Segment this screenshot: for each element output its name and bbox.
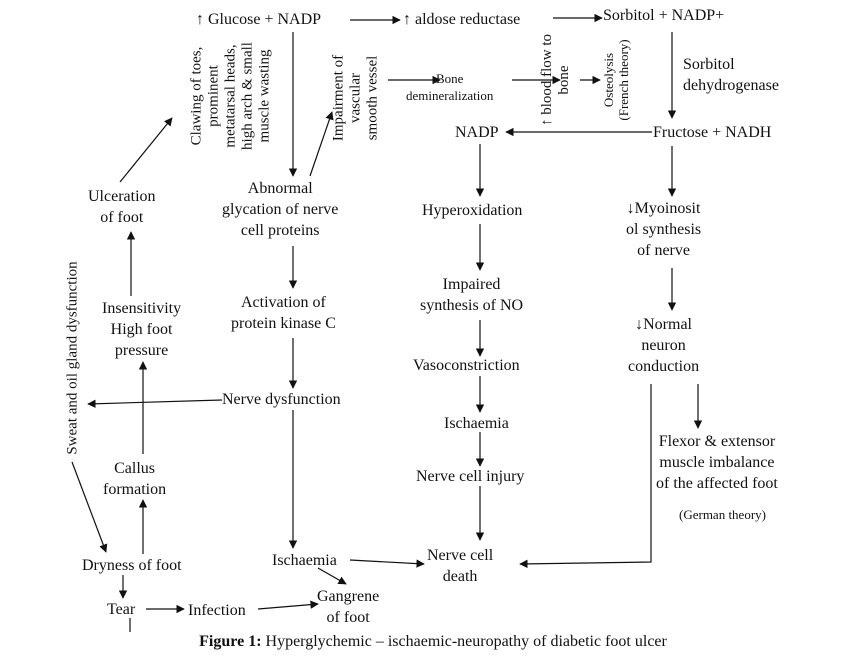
arrow-ulceration-clawing [119, 117, 173, 183]
arrow-sweat-dryness [71, 461, 108, 553]
caption-text: Hyperglychemic – ischaemic-neuropathy of… [261, 633, 667, 650]
node-protein-kinase: Activation of protein kinase C [231, 294, 336, 332]
node-dryness: Dryness of foot [82, 557, 182, 574]
node-ischaemia-mid: Ischaemia [444, 415, 509, 432]
node-impaired-no: Impaired synthesis of NO [420, 276, 524, 314]
node-german-theory: (German theory) [679, 507, 766, 522]
node-osteolysis: Osteolysis (French theory) [601, 39, 631, 121]
node-tear: Tear [107, 601, 136, 618]
node-vasoconstriction: Vasoconstriction [413, 357, 520, 374]
node-fructose: Fructose + NADH [653, 124, 772, 141]
node-blood-flow: ↑ blood flow to bone [539, 33, 572, 127]
node-nerve-dysfunction: Nerve dysfunction [222, 391, 341, 408]
node-gangrene: Gangrene of foot [317, 588, 380, 626]
node-sorbitol-dehydrogenase: Sorbitol dehydrogenase [683, 56, 779, 94]
node-impairment: Impairment of vascular smooth vessel [330, 54, 381, 142]
node-normal-neuron: ↓Normal neuron conduction [628, 316, 700, 375]
node-ulceration: Ulceration of foot [88, 188, 156, 226]
arrow-ischaemia-gangrene [317, 567, 347, 585]
node-glucose: ↑ Glucose + NADP [196, 11, 322, 28]
node-bone-demineralization: Bone demineralization [406, 71, 494, 103]
node-myoinositol: ↓Myoinosit ol synthesis of nerve [626, 200, 702, 259]
arrow-abnormal-impairment [309, 111, 334, 177]
node-sorbitol: Sorbitol + NADP+ [603, 7, 725, 24]
arrow-ischaemia-death [349, 559, 425, 568]
node-insensitivity: Insensitivity High foot pressure [102, 300, 182, 359]
node-nadp: NADP [455, 124, 499, 141]
node-flexor-extensor: Flexor & extensor muscle imbalance of th… [656, 433, 778, 492]
node-ischaemia-low: Ischaemia [272, 552, 337, 569]
figure-caption: Figure 1: Hyperglychemic – ischaemic-neu… [0, 632, 866, 652]
arrow-nerve-dys-sweat [87, 399, 223, 408]
node-abnormal-glycation: Abnormal glycation of nerve cell protein… [222, 180, 339, 239]
node-nerve-cell-injury: Nerve cell injury [416, 468, 525, 485]
node-callus: Callus formation [103, 460, 167, 498]
node-clawing: Clawing of toes, prominent metatarsal he… [188, 42, 273, 150]
caption-prefix: Figure 1: [199, 633, 262, 650]
node-infection: Infection [188, 602, 246, 619]
arrow-infection-gangrene [257, 600, 319, 610]
node-aldose-reductase: ↑ aldose reductase [403, 11, 521, 28]
arrow-normal-death [519, 384, 652, 569]
node-hyperoxidation: Hyperoxidation [422, 202, 523, 219]
node-sweat-oil: Sweat and oil gland dysfunction [64, 261, 81, 455]
node-nerve-cell-death: Nerve cell death [427, 547, 494, 585]
